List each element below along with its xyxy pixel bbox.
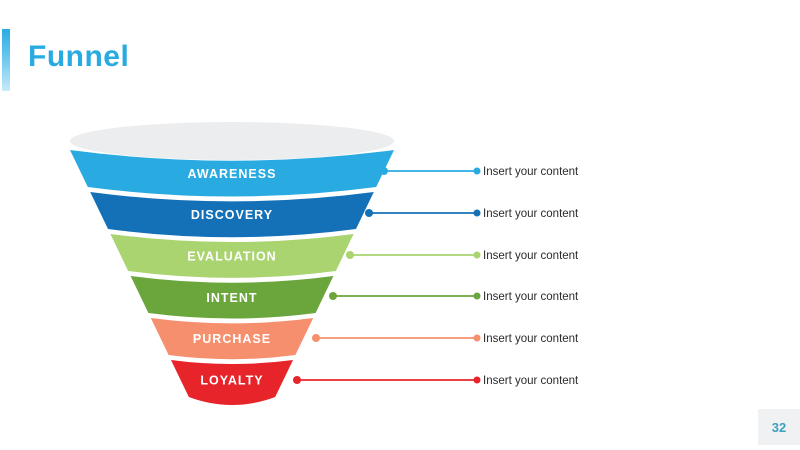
funnel-stage-awareness	[70, 150, 394, 197]
insert-content-label: Insert your content	[483, 375, 579, 387]
connector-dot	[293, 376, 301, 384]
funnel-top-ellipse	[70, 122, 394, 160]
insert-content-label: Insert your content	[483, 208, 579, 220]
title-accent-bar	[2, 29, 10, 91]
funnel-stage-intent	[130, 276, 334, 319]
connector-dot	[473, 167, 481, 175]
funnel-stage-purchase	[150, 318, 314, 360]
insert-content-label: Insert your content	[483, 291, 579, 303]
connector-dot	[329, 292, 337, 300]
connector-dot	[380, 167, 388, 175]
funnel-stage-label: EVALUATION	[187, 250, 276, 264]
funnel-stage-label: AWARENESS	[188, 167, 277, 181]
connector-dot	[473, 292, 481, 300]
connector-dot	[473, 209, 481, 217]
funnel-stage-discovery	[90, 192, 374, 238]
funnel-stage-label: DISCOVERY	[191, 208, 273, 222]
funnel-stage-label: PURCHASE	[193, 332, 271, 346]
funnel-stage-label: INTENT	[206, 291, 257, 305]
connector-dot	[473, 251, 481, 259]
funnel-stage-loyalty	[171, 360, 293, 405]
insert-content-label: Insert your content	[483, 333, 579, 345]
connector-dot	[473, 376, 481, 384]
insert-content-label: Insert your content	[483, 166, 579, 178]
connector-dot	[473, 334, 481, 342]
connector-dot	[312, 334, 320, 342]
insert-content-label: Insert your content	[483, 250, 579, 262]
connector-dot	[346, 251, 354, 259]
page-number-box: 32	[758, 409, 800, 445]
page-number: 32	[771, 419, 787, 435]
funnel-stage-evaluation	[110, 234, 354, 278]
connector-dot	[365, 209, 373, 217]
funnel-stage-label: LOYALTY	[200, 374, 263, 388]
page-title: Funnel	[28, 40, 130, 73]
